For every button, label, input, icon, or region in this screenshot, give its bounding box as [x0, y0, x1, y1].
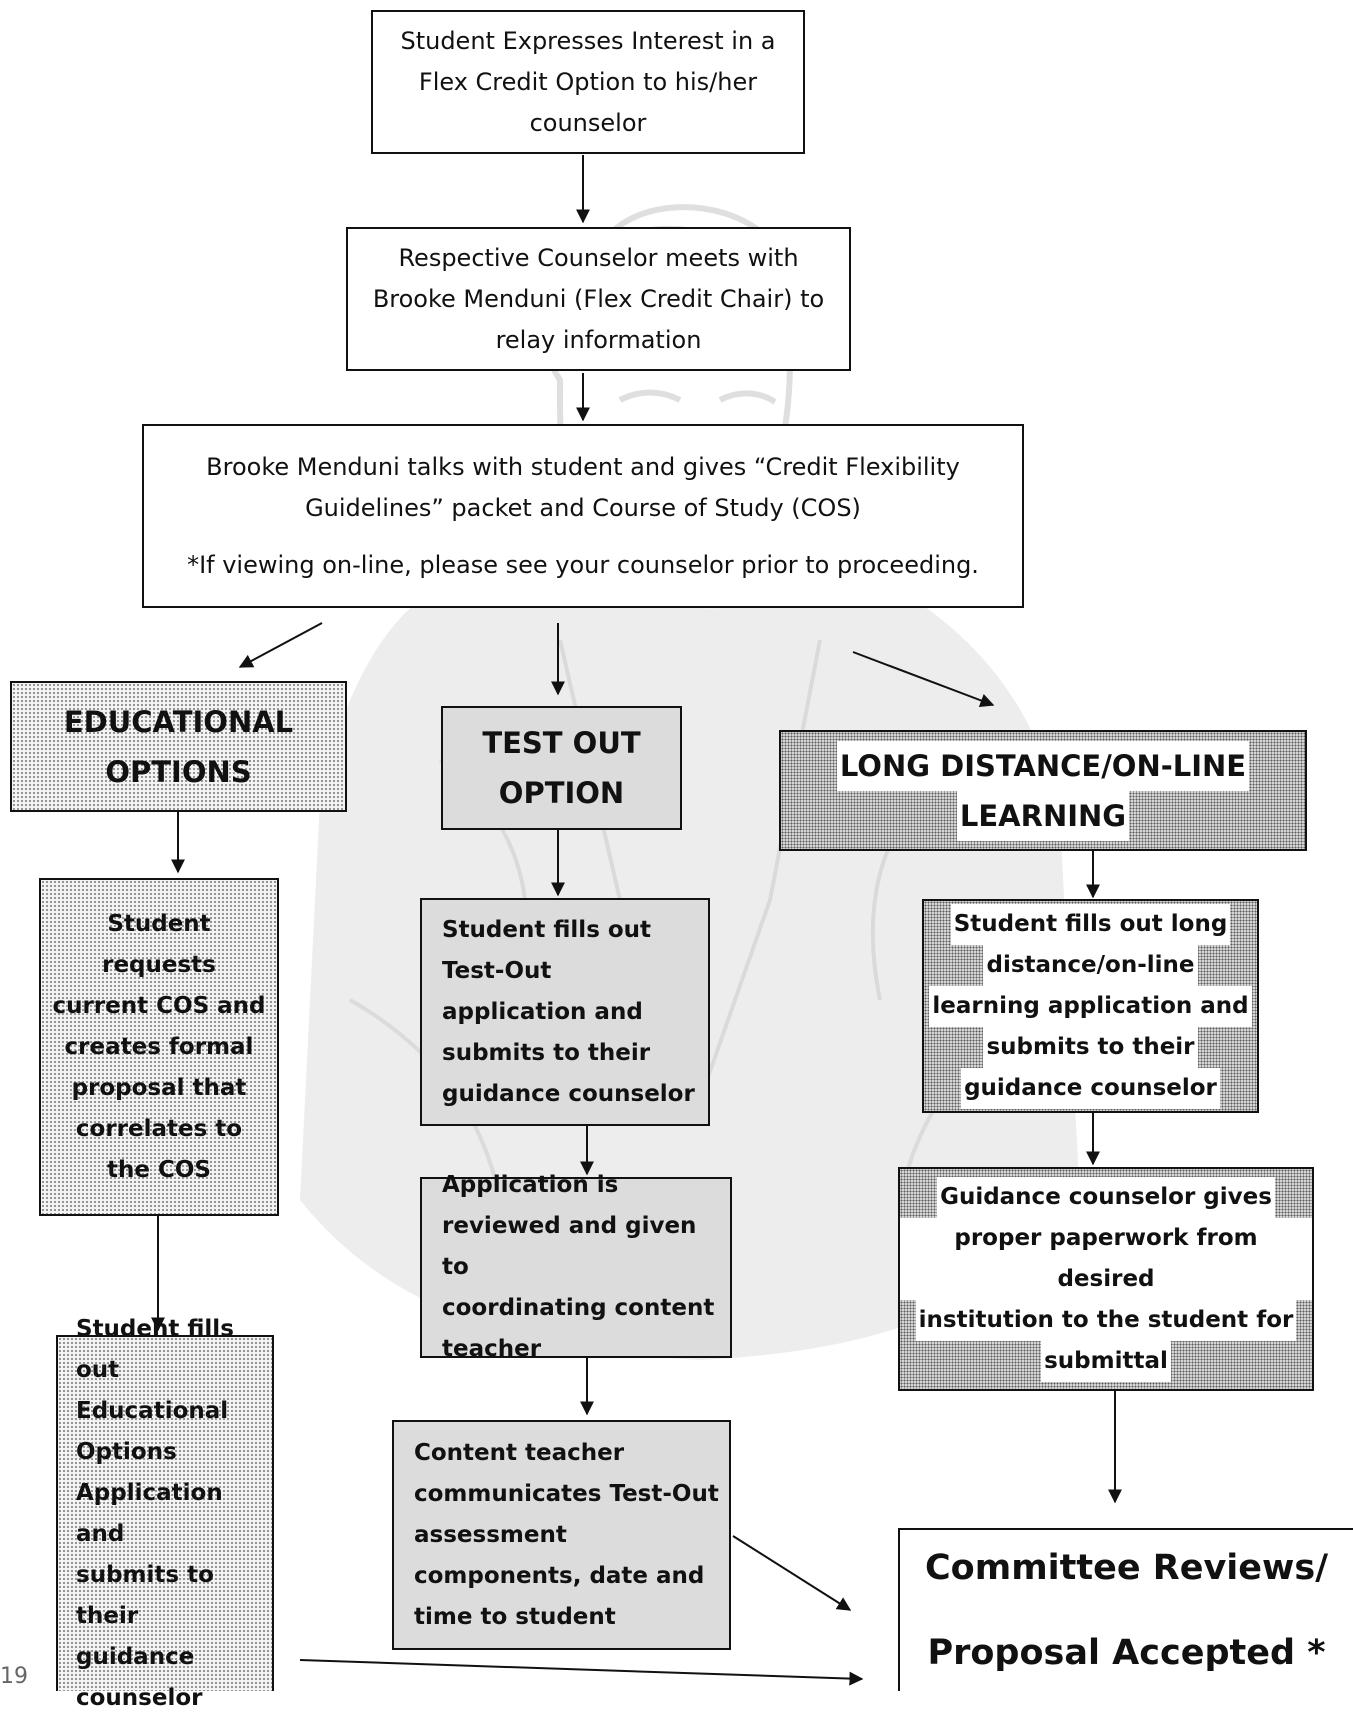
testout-step3-line-3: assessment — [414, 1521, 567, 1548]
testout-step1-line-5: guidance counselor — [442, 1080, 695, 1107]
testout-step3-line-4: components, date and — [414, 1562, 705, 1589]
edu-step1-line-1: Student — [107, 910, 211, 937]
long-distance-step-paperwork: Guidance counselor gives proper paperwor… — [898, 1167, 1314, 1391]
ld-step2-line-3: institution to the student for — [915, 1299, 1297, 1341]
long-distance-online-learning-heading: LONG DISTANCE/ON-LINE LEARNING — [779, 730, 1307, 851]
edu-step2-line-3: Options — [76, 1439, 177, 1465]
long-distance-heading-line-1: LONG DISTANCE/ON-LINE — [836, 740, 1250, 791]
ld-step2-line-4: submittal — [1041, 1340, 1171, 1382]
testout-step2-line-4: teacher — [442, 1336, 542, 1362]
testout-step3-line-2: communicates Test-Out — [414, 1480, 719, 1507]
start-line-3: counselor — [529, 108, 647, 137]
edu-step1-line-4: creates formal — [64, 1033, 254, 1060]
testout-step2-line-1: Application is — [442, 1172, 619, 1198]
start-box: Student Expresses Interest in a Flex Cre… — [371, 10, 805, 154]
long-distance-step-application: Student fills out long distance/on-line … — [922, 899, 1259, 1113]
final-line-1: Committee Reviews/ — [925, 1547, 1328, 1588]
meet-line-2: Brooke Menduni (Flex Credit Chair) to — [372, 284, 825, 313]
packet-line-1: Brooke Menduni talks with student and gi… — [206, 452, 960, 481]
edu-step1-line-6: correlates to — [75, 1115, 243, 1142]
ld-step2-line-1: Guidance counselor gives — [937, 1176, 1275, 1218]
packet-line-2: Guidelines” packet and Course of Study (… — [305, 493, 861, 522]
edu-step2-line-4: Application and — [76, 1480, 223, 1547]
testout-step1-line-3: application and — [442, 998, 643, 1025]
ld-step1-line-2: distance/on-line — [983, 944, 1198, 986]
testout-step2-line-3: coordinating content — [442, 1295, 715, 1321]
ld-step1-line-1: Student fills out long — [950, 903, 1231, 945]
edu-step2-line-2: Educational — [76, 1398, 229, 1424]
meet-line-1: Respective Counselor meets with — [398, 243, 799, 272]
testout-step2-line-2: reviewed and given to — [442, 1213, 697, 1280]
educational-step-application: Student fills out Educational Options Ap… — [56, 1316, 274, 1711]
ld-step2-line-2: proper paperwork from desired — [900, 1217, 1312, 1300]
packet-box: Brooke Menduni talks with student and gi… — [142, 424, 1024, 608]
ld-step1-line-5: guidance counselor — [961, 1067, 1220, 1109]
test-out-step-application: Student fills out Test-Out application a… — [420, 898, 710, 1126]
educational-step-request-cos: Student requests current COS and creates… — [39, 878, 279, 1216]
testout-step1-line-2: Test-Out — [442, 957, 552, 984]
edu-step1-line-7: the COS — [107, 1156, 211, 1183]
ld-step1-line-4: submits to their — [983, 1026, 1198, 1068]
final-line-2: Proposal Accepted * — [927, 1632, 1326, 1673]
ld-step1-line-3: learning application and — [929, 985, 1252, 1027]
edu-step2-line-5: submits to their — [76, 1562, 214, 1629]
packet-note: *If viewing on-line, please see your cou… — [187, 550, 979, 579]
testout-step1-line-4: submits to their — [442, 1039, 651, 1066]
edu-step1-line-2: requests — [102, 951, 216, 978]
test-out-heading-line-2: OPTION — [498, 776, 625, 810]
start-line-2: Flex Credit Option to his/her — [418, 67, 758, 96]
long-distance-heading-line-2: LEARNING — [956, 790, 1130, 841]
edu-step1-line-3: current COS and — [52, 992, 266, 1019]
educational-heading-line-1: EDUCATIONAL — [63, 704, 294, 739]
educational-heading-line-2: OPTIONS — [105, 754, 252, 789]
start-line-1: Student Expresses Interest in a — [400, 26, 776, 55]
testout-step1-line-1: Student fills out — [442, 916, 652, 943]
testout-step3-line-5: time to student — [414, 1603, 616, 1630]
page-number: 19 — [0, 1664, 28, 1689]
educational-options-heading: EDUCATIONAL OPTIONS — [10, 681, 347, 812]
test-out-step-review: Application is reviewed and given to coo… — [420, 1172, 732, 1362]
meet-box: Respective Counselor meets with Brooke M… — [346, 227, 851, 371]
test-out-step-communicate: Content teacher communicates Test-Out as… — [392, 1420, 731, 1650]
meet-line-3: relay information — [495, 325, 702, 354]
edu-step1-line-5: proposal that — [71, 1074, 247, 1101]
test-out-option-heading: TEST OUT OPTION — [441, 706, 682, 830]
edu-step2-line-6: guidance — [76, 1644, 195, 1670]
testout-step3-line-1: Content teacher — [414, 1439, 625, 1466]
committee-review-final-box: Committee Reviews/ Proposal Accepted * — [898, 1528, 1353, 1691]
test-out-heading-line-1: TEST OUT — [482, 726, 641, 760]
edu-step2-line-7: counselor — [76, 1685, 203, 1711]
edu-step2-line-1: Student fills out — [76, 1316, 234, 1383]
